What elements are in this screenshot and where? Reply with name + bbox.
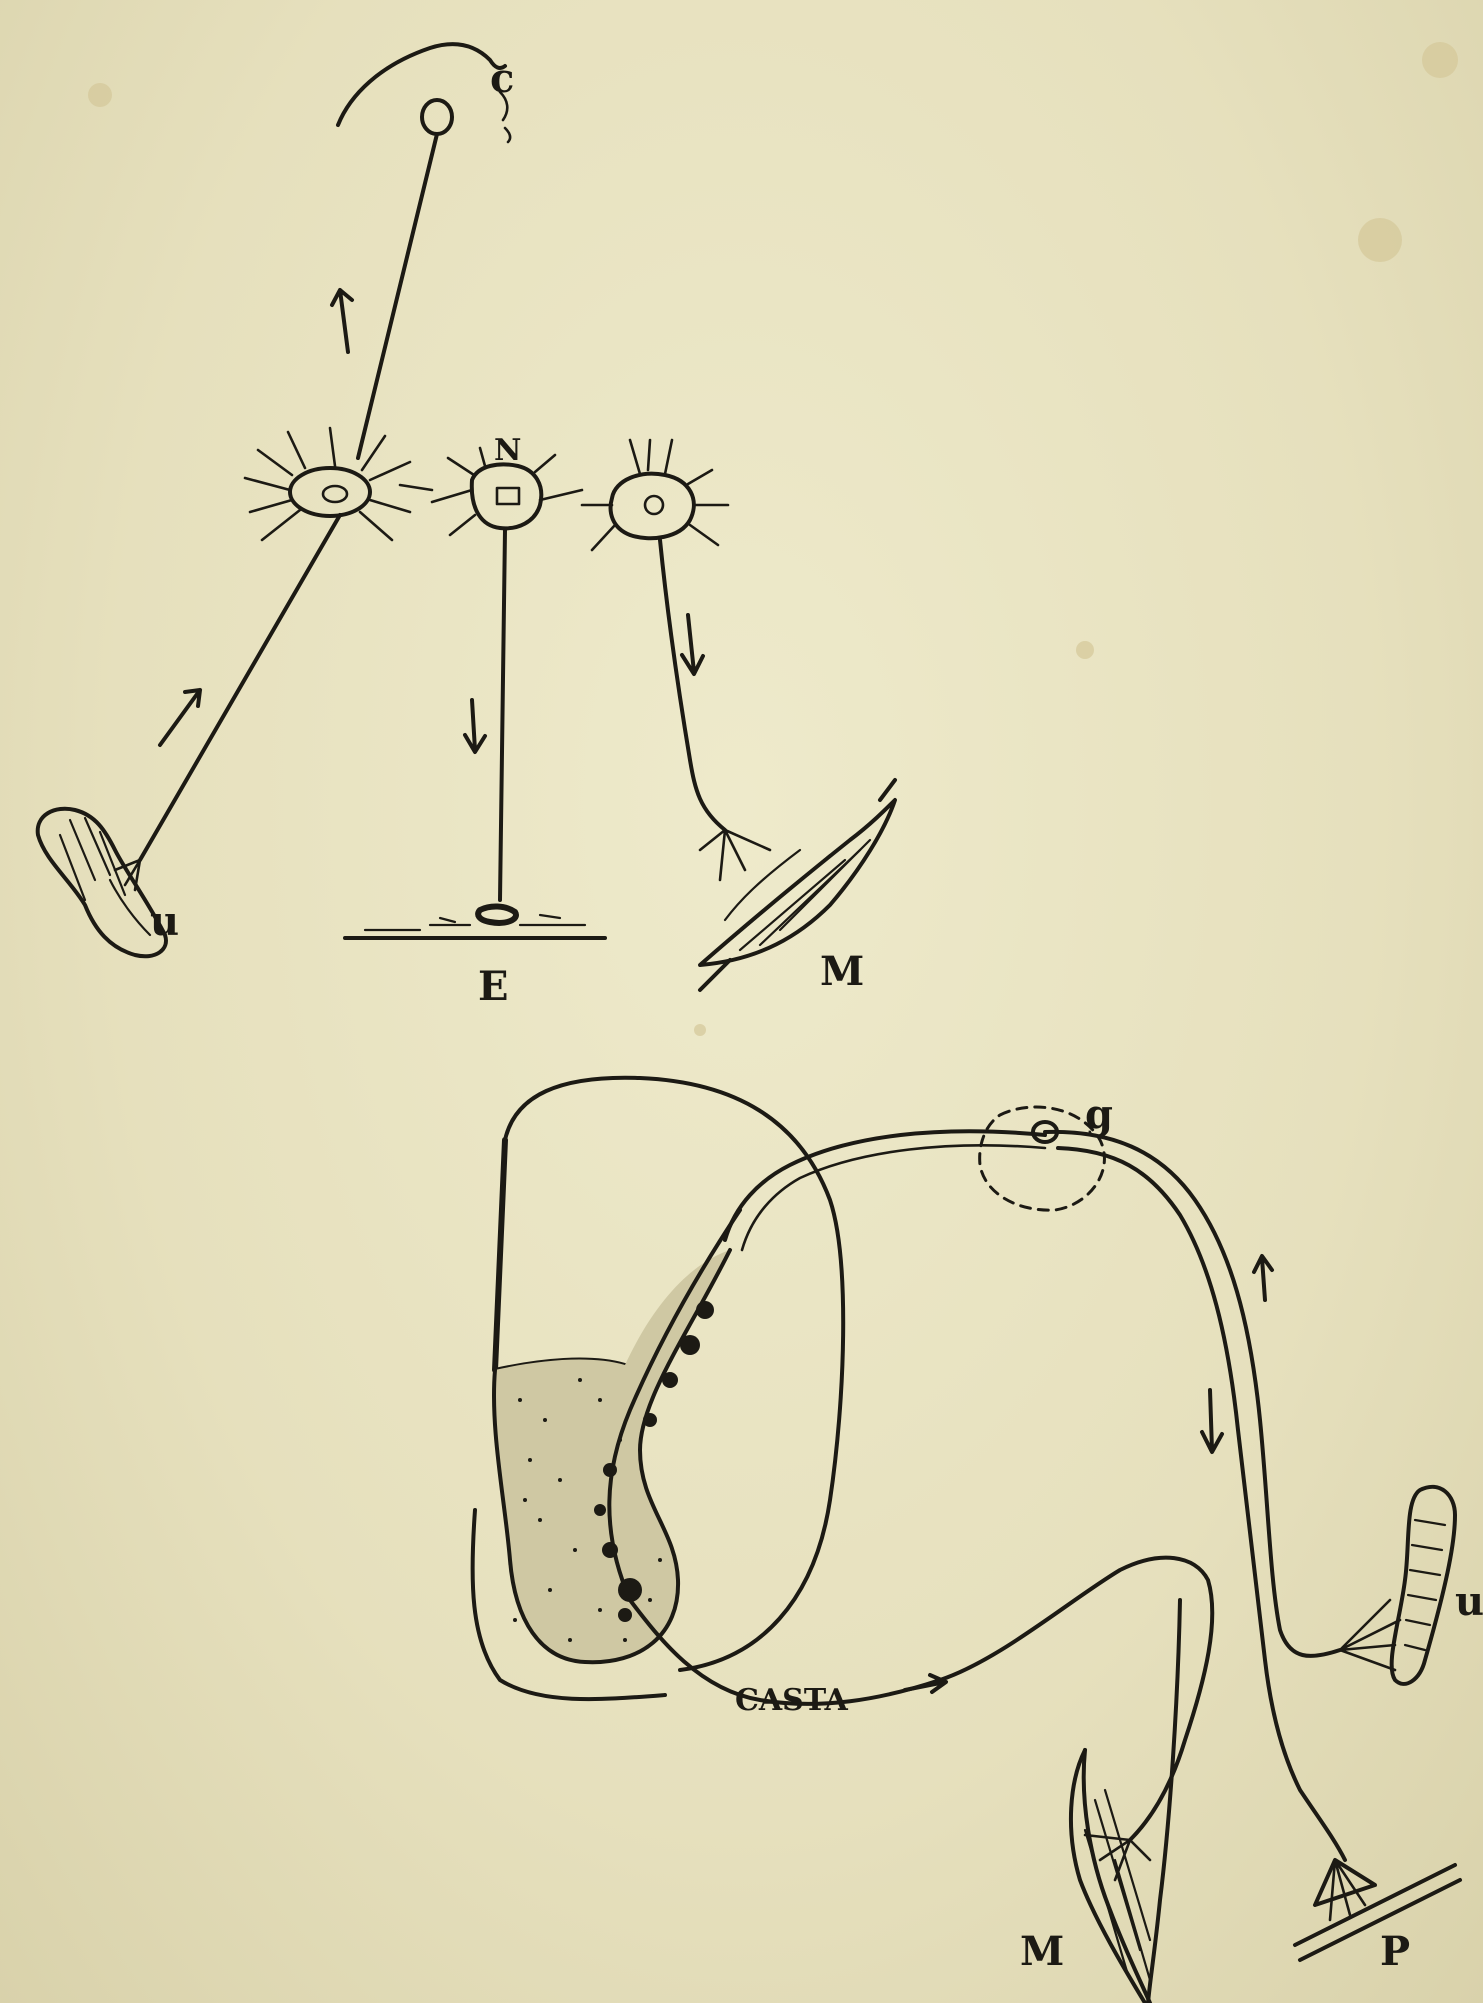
right-nerve-inner: [1058, 1148, 1345, 1860]
motor-nerve-bottom: [1148, 1600, 1180, 2003]
motor-nucleus: [645, 496, 663, 514]
receptor-top: [38, 809, 166, 957]
ascending-axon: [358, 134, 437, 458]
motor-pathway: [630, 1558, 1212, 1840]
sensory-arrow: [160, 690, 200, 745]
label-pathway: CASTA: [735, 1683, 849, 1718]
label-ganglion: g: [1085, 1091, 1113, 1138]
efferent-arrow-mid: [465, 700, 485, 752]
label-effector-bottom: P: [1380, 1928, 1410, 1975]
sensory-nucleus: [323, 486, 347, 502]
motor-arrow: [682, 615, 703, 674]
ascending-fiber-outer: [725, 1131, 1045, 1240]
receptor-bottom: [1392, 1487, 1455, 1684]
intermediate-neuron-body: [472, 464, 542, 528]
bottom-reflex-diagram: g u CASTA: [473, 1078, 1483, 2003]
effector-end: [478, 906, 516, 922]
muscle-bottom-fibers: [1085, 1790, 1150, 1980]
cortex-neuron-body: [422, 100, 452, 134]
label-receptor-top: u: [150, 898, 179, 945]
descending-arrow-bottom: [1202, 1390, 1222, 1452]
brainstem-mass: [494, 1250, 730, 1662]
right-nerve-outer: [1045, 1132, 1340, 1656]
motor-neuron-body: [611, 474, 694, 539]
label-effector-mid: E: [478, 963, 509, 1010]
top-reflex-diagram: u c N E: [38, 44, 895, 1010]
label-muscle-bottom: M: [1020, 1928, 1064, 1975]
motor-axon: [660, 540, 725, 830]
receptor-bottom-hatch: [1405, 1520, 1445, 1650]
label-neuron-mid: N: [494, 433, 521, 468]
ascending-arrow: [332, 290, 352, 352]
ascending-arrow-bottom: [1254, 1256, 1272, 1300]
efferent-axon-mid: [500, 530, 505, 900]
muscle-top-endplate: [700, 830, 770, 880]
label-brain-top: c: [490, 55, 514, 102]
sensory-neuron-body: [290, 468, 370, 516]
paper-stains: [88, 42, 1458, 1036]
sensory-axon: [140, 515, 340, 860]
intermediate-nucleus: [497, 488, 519, 504]
ascending-fiber-inner: [742, 1145, 1045, 1250]
sensory-dendrites: [245, 428, 410, 540]
intermediate-dendrites: [400, 448, 582, 535]
label-muscle-top: M: [820, 948, 864, 995]
effector-plate-texture: [365, 915, 585, 930]
label-receptor-bottom: u: [1455, 1578, 1483, 1625]
hemisphere-left-edge: [495, 1140, 505, 1370]
